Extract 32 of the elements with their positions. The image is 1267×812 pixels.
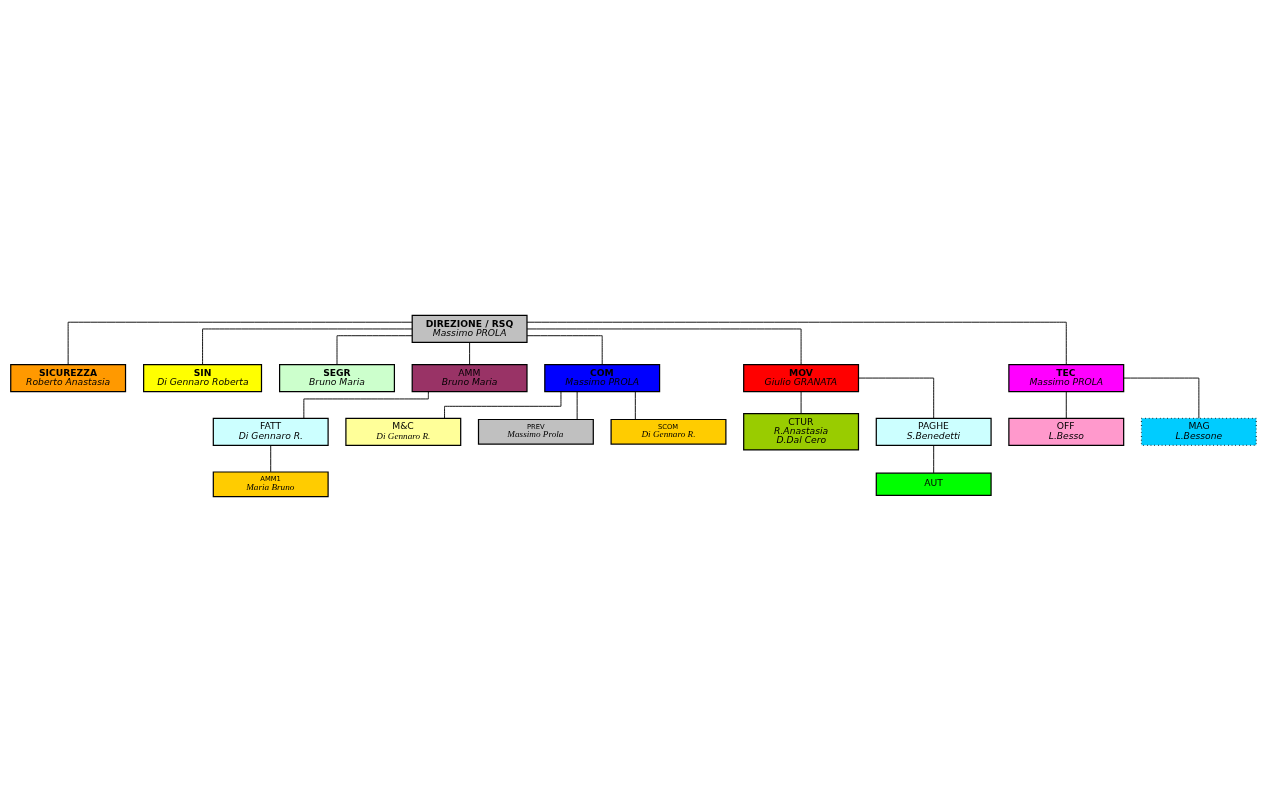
connector (303, 391, 429, 419)
node-box: M&C Di Gennaro R. (345, 417, 462, 446)
node-box: COM Massimo PROLA (544, 363, 661, 393)
connector (634, 391, 636, 420)
node-box: PAGHE S.Benedetti (875, 417, 992, 446)
connector (67, 321, 413, 365)
connector (469, 342, 471, 365)
connector (336, 335, 413, 365)
node-box: DIREZIONE / RSQ Massimo PROLA (411, 314, 528, 344)
node-box: MOV Giulio GRANATA (743, 363, 860, 393)
node-box: FATT Di Gennaro R. (212, 417, 329, 446)
connector (800, 391, 802, 414)
node-box: CTUR R.Anastasia D.Dal Cero (743, 413, 860, 451)
node-box: SICUREZZA Roberto Anastasia (10, 363, 127, 393)
node-box: SIN Di Gennaro Roberta (143, 363, 263, 393)
connector (202, 328, 413, 365)
connector (933, 444, 935, 474)
connector (270, 444, 272, 473)
node-box: OFF L.Besso (1008, 417, 1125, 446)
connector (444, 391, 562, 419)
node-box: AMM Bruno Maria (411, 363, 528, 393)
node-box: AUT (875, 472, 992, 496)
node-box: SEGR Bruno Maria (279, 363, 395, 393)
connector (1123, 377, 1200, 419)
node-box: TEC Massimo PROLA (1008, 363, 1125, 393)
connector (858, 377, 935, 419)
connector (526, 328, 802, 365)
connector (526, 335, 603, 365)
connector (576, 391, 578, 420)
node-box: MAG L.Bessone (1140, 417, 1257, 446)
connector (1065, 391, 1067, 419)
connector (526, 321, 1067, 365)
